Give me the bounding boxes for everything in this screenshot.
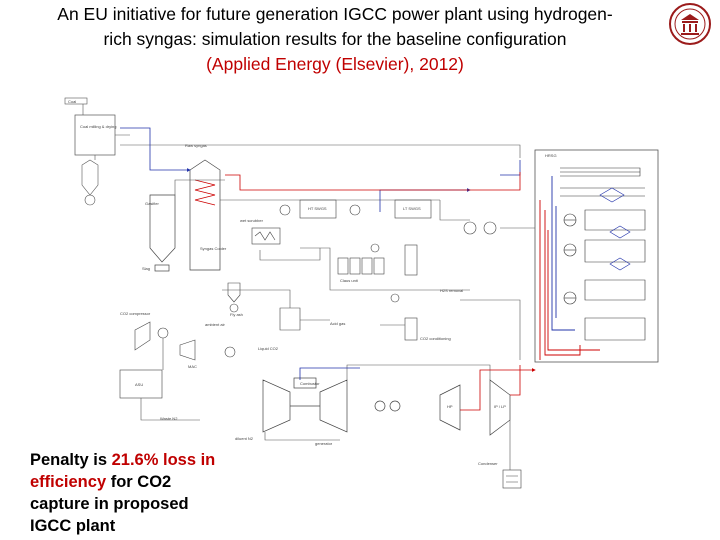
- wet-scrubber: [227, 227, 281, 313]
- ht-swgs-label: HT SWGS: [308, 206, 327, 211]
- gasifier: [149, 159, 221, 272]
- slag-label: Slag: [142, 266, 150, 271]
- h2s-removal-label: H2S removal: [440, 288, 463, 293]
- penalty-suffix: for CO2 capture in proposed IGCC plant: [30, 473, 189, 535]
- title-source: (Applied Energy (Elsevier), 2012): [206, 54, 464, 74]
- fly-ash-label: Fly ash: [230, 312, 243, 317]
- penalty-value: 21.6% loss in efficiency: [30, 451, 216, 491]
- title-line-2: rich syngas: simulation results for the …: [103, 29, 567, 49]
- hrsg-bundles: [560, 167, 646, 341]
- condenser: [502, 469, 522, 489]
- claus-unit-label: Claus unit: [340, 278, 359, 283]
- co2-conditioning-label: CO2 conditioning: [420, 336, 451, 341]
- acid-gas-label: Acid gas: [330, 321, 345, 326]
- gas-turbine: [262, 377, 511, 436]
- steam-lines: [225, 172, 536, 411]
- institute-seal-icon: [669, 3, 711, 45]
- ambient-air-label: ambient air: [205, 322, 225, 327]
- generator-label: generator: [315, 441, 333, 446]
- title-line-1: An EU initiative for future generation I…: [57, 4, 613, 24]
- asu-label: ASU: [135, 382, 143, 387]
- penalty-prefix: Penalty is: [30, 451, 112, 469]
- gasifier-label: Gasifier: [145, 201, 159, 206]
- mac-label: MAC: [188, 364, 197, 369]
- hrsg-box: HRSG: [534, 149, 659, 363]
- syngas-cooler-label: Syngas Cooler: [200, 246, 227, 251]
- co2-compressor-label: CO2 compressor: [120, 311, 151, 316]
- penalty-note: Penalty is 21.6% loss in efficiency for …: [30, 449, 230, 537]
- combustor-label: Combustor: [300, 381, 320, 386]
- hrsg-label: HRSG: [545, 153, 557, 158]
- coal-milling-unit: Coal Coal milling & drying: [64, 97, 116, 206]
- lt-swgs-label: LT SWGS: [403, 206, 421, 211]
- slide-title: An EU initiative for future generation I…: [0, 2, 670, 77]
- waste-n2-label: Waste N2: [160, 416, 178, 421]
- wet-scrubber-label: wet scrubber: [240, 218, 264, 223]
- coal-milling-label: Coal milling & drying: [80, 124, 116, 129]
- ip-lp-label: IP / LP: [494, 404, 506, 409]
- hrsg-loops: [539, 176, 600, 360]
- raw-gas-label: Raw syngas: [185, 143, 207, 148]
- claus-unit: [337, 243, 418, 341]
- hp-label: HP: [447, 404, 453, 409]
- liquid-co2-label: Liquid CO2: [258, 346, 279, 351]
- process-lines: [94, 134, 535, 470]
- coal-label: Coal: [68, 99, 76, 104]
- condenser-label: Condenser: [478, 461, 498, 466]
- diluent-label: diluent N2: [235, 436, 254, 441]
